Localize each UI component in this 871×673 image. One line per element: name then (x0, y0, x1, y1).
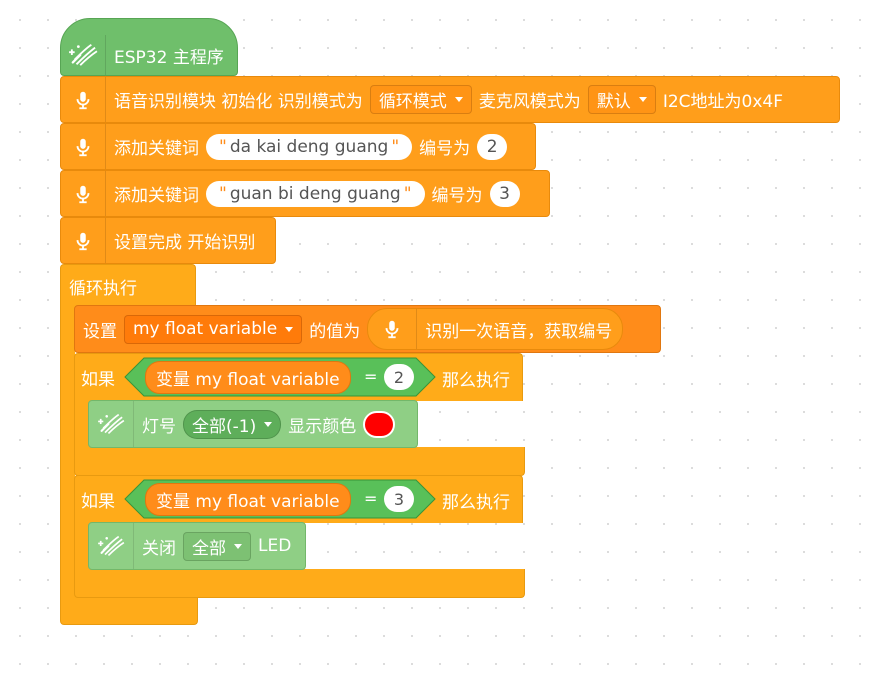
add-keyword-block-1[interactable]: 添加关键词 "da kai deng guang" 编号为 2 (60, 123, 536, 170)
magic-wand-icon (61, 35, 106, 75)
chevron-down-icon (285, 326, 294, 332)
if-label: 如果 (81, 370, 115, 390)
microphone-icon (61, 124, 106, 169)
if-footer-2 (74, 569, 525, 598)
compare-value-input-1[interactable]: 2 (384, 364, 414, 390)
chevron-down-icon (234, 543, 242, 549)
mic-mode-dropdown[interactable]: 默认 (587, 85, 656, 114)
if-left-arm-2 (74, 522, 89, 570)
keyword-input-2[interactable]: "guan bi deng guang" (206, 180, 425, 207)
keyword-input-1[interactable]: "da kai deng guang" (206, 133, 413, 160)
show-color-label: 显示颜色 (288, 416, 357, 437)
equals-operator-1[interactable]: 变量 my float variable = 2 (124, 357, 436, 397)
recognition-mode-dropdown[interactable]: 循环模式 (369, 85, 472, 114)
equals-sign: = (364, 489, 378, 508)
keyword-id-input-2[interactable]: 3 (489, 180, 520, 207)
microphone-icon (368, 309, 418, 349)
loop-left-arm (60, 307, 75, 589)
variable-reporter-2[interactable]: 变量 my float variable (145, 483, 351, 516)
set-label: 设置 (83, 321, 117, 342)
chevron-down-icon (264, 421, 273, 427)
then-label: 那么执行 (442, 371, 510, 391)
value-of-label: 的值为 (309, 321, 361, 342)
add-keyword-block-2[interactable]: 添加关键词 "guan bi deng guang" 编号为 3 (60, 170, 550, 217)
led-color-block[interactable]: 灯号 全部(-1) 显示颜色 (88, 400, 418, 448)
if-left-arm-1 (74, 400, 89, 448)
led-suffix-label: LED (258, 536, 292, 556)
add-keyword-label: 添加关键词 (114, 139, 199, 159)
if-footer-1 (74, 447, 525, 476)
setup-done-block[interactable]: 设置完成 开始识别 (60, 217, 276, 264)
loop-header[interactable]: 循环执行 (60, 264, 196, 308)
mic-mode-label: 麦克风模式为 (478, 92, 581, 112)
chevron-down-icon (638, 97, 647, 102)
keyword-id-label: 编号为 (431, 186, 483, 206)
led-select-dropdown[interactable]: 全部 (183, 531, 251, 561)
recognize-once-label: 识别一次语音，获取编号 (425, 321, 613, 342)
microphone-icon (61, 77, 106, 122)
microphone-icon (61, 171, 106, 216)
i2c-address-label: I2C地址为0x4F (662, 92, 783, 112)
loop-label: 循环执行 (69, 279, 137, 299)
magic-wand-icon (89, 523, 134, 569)
asr-init-block[interactable]: 语音识别模块 初始化 识别模式为 循环模式 麦克风模式为 默认 I2C地址为0x… (60, 76, 840, 123)
hat-label: ESP32 主程序 (114, 47, 224, 68)
set-variable-block[interactable]: 设置 my float variable 的值为 识别一次语音，获取编号 (74, 305, 661, 353)
main-program-hat-block[interactable]: ESP32 主程序 (60, 18, 238, 76)
setup-done-label: 设置完成 开始识别 (114, 233, 256, 253)
turn-off-label: 关闭 (142, 538, 176, 559)
chevron-down-icon (454, 97, 463, 102)
equals-sign: = (364, 367, 378, 386)
then-label: 那么执行 (442, 493, 510, 513)
equals-operator-2[interactable]: 变量 my float variable = 3 (124, 479, 436, 519)
variable-reporter-1[interactable]: 变量 my float variable (145, 361, 351, 394)
led-number-label: 灯号 (142, 416, 176, 437)
recognize-once-reporter[interactable]: 识别一次语音，获取编号 (367, 308, 624, 350)
variable-dropdown[interactable]: my float variable (124, 314, 303, 344)
magic-wand-icon (89, 401, 134, 447)
led-number-dropdown[interactable]: 全部(-1) (183, 409, 282, 439)
add-keyword-label: 添加关键词 (114, 186, 199, 206)
keyword-id-input-1[interactable]: 2 (477, 133, 508, 160)
if-label: 如果 (81, 492, 115, 512)
keyword-id-label: 编号为 (419, 139, 471, 159)
asr-init-label: 语音识别模块 初始化 识别模式为 (114, 92, 363, 112)
microphone-icon (61, 218, 106, 263)
led-off-block[interactable]: 关闭 全部 LED (88, 522, 306, 570)
color-swatch[interactable] (363, 410, 396, 438)
compare-value-input-2[interactable]: 3 (384, 486, 414, 512)
